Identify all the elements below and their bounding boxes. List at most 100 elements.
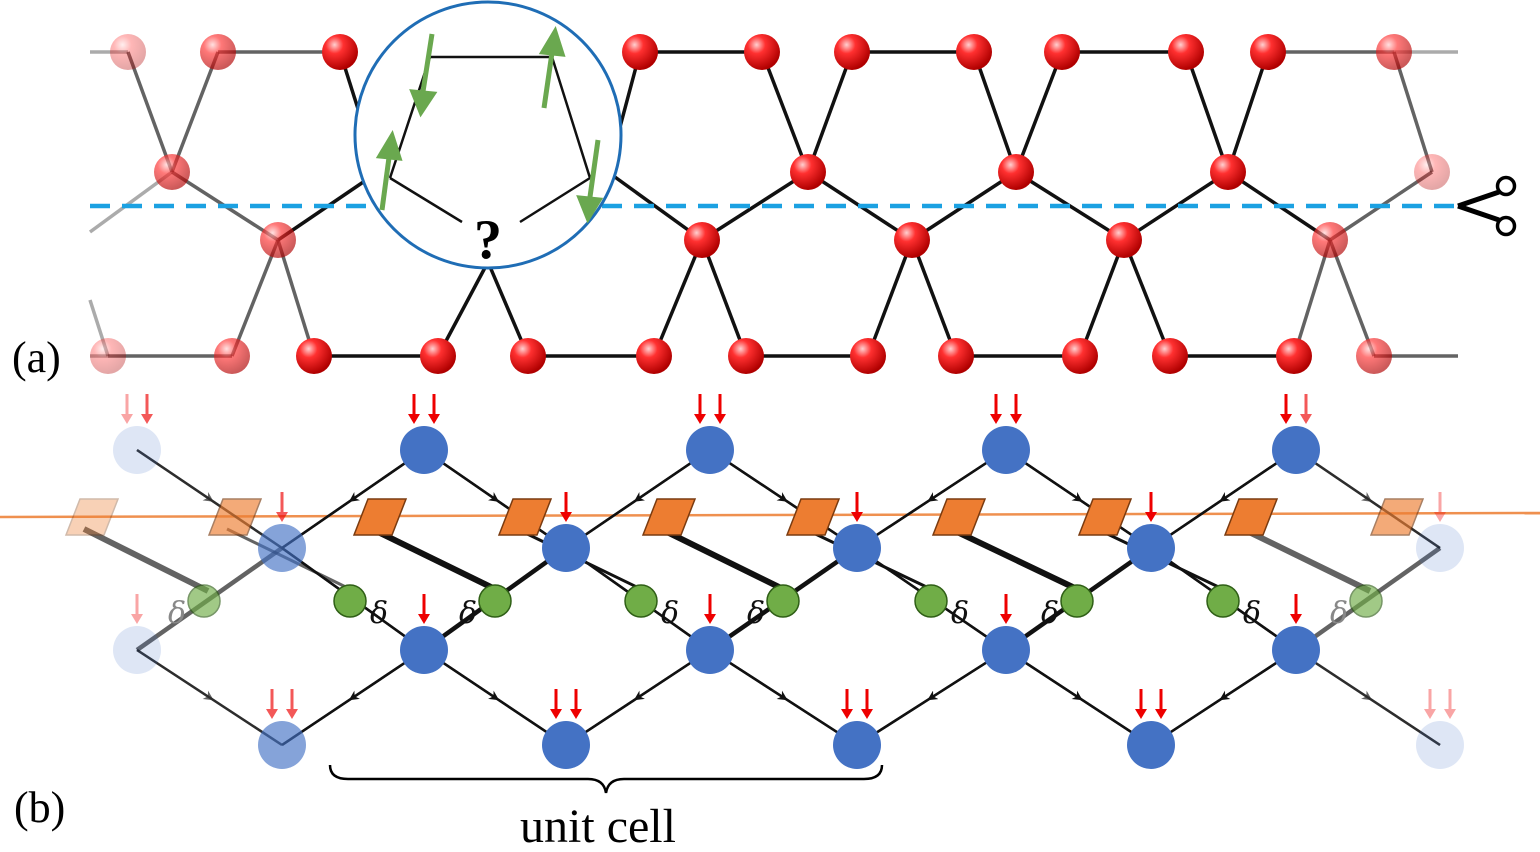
- physical-leg-arrow: [570, 689, 582, 719]
- network-bond: [949, 526, 1083, 594]
- lattice-sites: [90, 34, 1450, 374]
- blue-tensor: [1416, 524, 1464, 572]
- lattice-site: [728, 338, 764, 374]
- delta-label: δ: [1243, 596, 1261, 631]
- panel-b-label: (b): [14, 783, 65, 832]
- lattice-bond: [230, 239, 280, 357]
- lattice-site: [790, 154, 826, 190]
- physical-leg-arrow: [1300, 394, 1312, 424]
- arrow-head: [1424, 709, 1436, 719]
- spin-arrow-icon: [576, 139, 604, 224]
- physical-leg-arrow: [1155, 689, 1167, 719]
- network-bond: [82, 526, 210, 594]
- arrow-head: [266, 709, 278, 719]
- inset-pentagon-edge: [389, 176, 463, 224]
- network-bond-arrow: [136, 648, 283, 747]
- physical-leg-arrow: [121, 394, 133, 424]
- orange-tensor: [785, 498, 841, 536]
- orange-tensor: [352, 498, 408, 536]
- lattice-bond: [1392, 51, 1434, 173]
- lattice-site: [1106, 222, 1142, 258]
- delta-label: δ: [370, 596, 388, 631]
- lattice-bond: [1122, 239, 1172, 357]
- blue-tensor: [113, 426, 161, 474]
- orange-tensor: [1223, 498, 1279, 536]
- physical-leg-arrow: [990, 394, 1002, 424]
- physical-leg-arrow: [694, 394, 706, 424]
- arrow-head: [286, 709, 298, 719]
- lattice-bond: [910, 239, 958, 357]
- lattice-site: [214, 338, 250, 374]
- lattice-bond: [1328, 239, 1376, 357]
- delta-label: δ: [1041, 596, 1059, 631]
- physical-leg-arrow: [141, 394, 153, 424]
- lattice-site: [1062, 338, 1098, 374]
- lattice-site: [1376, 34, 1412, 70]
- network-bond-arrow: [1295, 648, 1441, 747]
- unit-cell-label: unit cell: [520, 800, 676, 852]
- arrow-head: [570, 709, 582, 719]
- blue-tensor: [982, 426, 1030, 474]
- orange-tensor: [1077, 498, 1133, 536]
- lattice-site: [200, 34, 236, 70]
- lattice-site: [322, 34, 358, 70]
- arrow-head: [276, 512, 288, 522]
- lattice-site: [1414, 154, 1450, 190]
- blue-tensor: [542, 524, 590, 572]
- lattice-bond: [700, 239, 748, 357]
- physical-leg-arrow: [1145, 492, 1157, 522]
- blue-tensor: [113, 626, 161, 674]
- network-bond-arrow: [565, 448, 711, 550]
- network-bond-arrow: [423, 648, 567, 747]
- lattice-site: [420, 338, 456, 374]
- blue-tensor: [1127, 524, 1175, 572]
- network-bond-arrow: [281, 648, 425, 747]
- arrow-head: [141, 414, 153, 424]
- blue-tensor: [982, 626, 1030, 674]
- network-bond-arrow: [709, 648, 858, 747]
- physical-leg-arrow: [428, 394, 440, 424]
- lattice-site: [850, 338, 886, 374]
- lattice-site: [684, 222, 720, 258]
- blue-tensor: [686, 626, 734, 674]
- lattice-site: [1152, 338, 1188, 374]
- green-tensor: [187, 584, 221, 618]
- delta-label: δ: [951, 596, 969, 631]
- lattice-bond: [760, 51, 810, 173]
- arrow-head: [408, 414, 420, 424]
- blue-tensor: [400, 426, 448, 474]
- arrow-head: [1300, 414, 1312, 424]
- arrow-head: [1434, 512, 1446, 522]
- lattice-bond: [276, 239, 316, 357]
- arrow-head: [1145, 512, 1157, 522]
- arrow-head: [550, 709, 562, 719]
- physical-leg-arrow: [1434, 492, 1446, 522]
- physical-leg-arrow: [418, 594, 430, 624]
- lattice-bond: [1078, 239, 1126, 357]
- scissors-icon: [1457, 175, 1517, 237]
- lattice-site: [154, 154, 190, 190]
- spin-inset: ?: [353, 0, 623, 271]
- lattice-site: [894, 222, 930, 258]
- physical-leg-arrow: [841, 689, 853, 719]
- lattice-bond: [606, 170, 704, 242]
- lattice-site: [744, 34, 780, 70]
- arrow-head: [851, 512, 863, 522]
- blue-tensor: [400, 626, 448, 674]
- network-bond: [659, 526, 789, 594]
- green-tensor: [624, 584, 658, 618]
- network-bond: [370, 526, 501, 594]
- physical-leg-arrow: [1000, 594, 1012, 624]
- question-mark: ?: [474, 209, 502, 271]
- network-bond-arrow: [709, 448, 858, 550]
- physical-leg-arrow: [1424, 689, 1436, 719]
- lattice-site: [622, 34, 658, 70]
- physical-leg-arrow: [408, 394, 420, 424]
- arrow-head: [1010, 414, 1022, 424]
- blue-tensor: [833, 721, 881, 769]
- lattice-bond: [1123, 170, 1229, 242]
- blue-tensor: [1272, 426, 1320, 474]
